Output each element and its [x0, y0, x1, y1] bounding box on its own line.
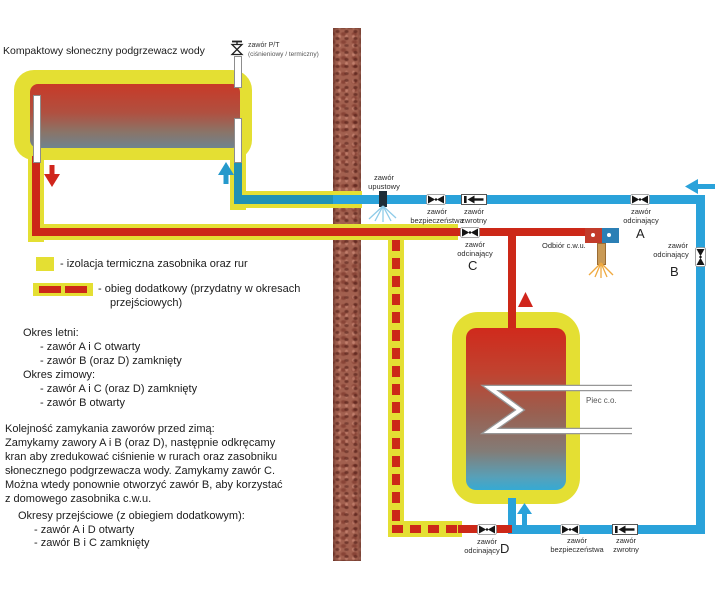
valve-c-label2: odcinający: [457, 249, 493, 258]
heating-coil-icon: [480, 384, 632, 435]
note-closing-1: Kolejność zamykania zaworów przed zimą:: [5, 423, 215, 435]
cold-pipe-tank2-stub: [508, 498, 516, 528]
valve-c-label1: zawór: [464, 240, 485, 249]
safety-valve-top-label1: zawór: [426, 207, 447, 216]
check-valve-bottom-label2: zwrotny: [613, 545, 639, 554]
pt-valve-label: zawór P/T: [248, 42, 280, 49]
note-transitional-2: - zawór B i C zamknięty: [34, 537, 150, 549]
note-closing-6: z domowego zasobnika c.w.u.: [5, 493, 152, 505]
note-winter-title: Okres zimowy:: [23, 369, 96, 381]
valve-c-icon: [460, 226, 480, 239]
legend-extra-circuit-label1: - obieg dodatkowy (przydatny w okresach: [98, 283, 301, 295]
legend-insulation-swatch: [36, 257, 54, 271]
collector-pipe-horizontal: [234, 195, 362, 204]
cold-pipe-bottom: [508, 525, 705, 534]
flow-arrow-up-collector-icon: [218, 162, 234, 184]
tap-cold-dot: [607, 233, 611, 237]
tap-spray-icon: [588, 262, 614, 278]
valve-b-icon: [694, 247, 707, 267]
legend-extra-circuit-label2: przejściowych): [110, 297, 183, 309]
valve-b-label1: zawór: [667, 241, 688, 250]
safety-valve-top-label2: bezpieczeństwa: [410, 216, 464, 225]
extra-circuit-dashed-vertical: [392, 240, 400, 530]
note-winter-2: - zawór B otwarty: [40, 397, 125, 409]
solar-tank: [30, 84, 240, 148]
valve-a-label2: odcinający: [623, 216, 659, 225]
note-closing-3: kran aby zredukować ciśnienie w rurach o…: [5, 451, 278, 463]
note-closing-5: Można wtedy ponownie otworzyć zawór B, a…: [5, 479, 283, 491]
check-valve-top-icon: [461, 194, 487, 205]
check-valve-bottom-label1: zawór: [615, 536, 636, 545]
check-valve-top-label1: zawór: [463, 207, 484, 216]
legend-insulation-label: - izolacja termiczna zasobnika oraz rur: [60, 258, 248, 270]
pt-valve-sublabel: (ciśnieniowy / termiczny): [248, 51, 319, 58]
flow-arrow-left-cold-icon: [685, 179, 715, 194]
pt-valve-icon: [230, 40, 244, 56]
valve-b-label2: odcinający: [653, 250, 689, 259]
safety-valve-top-icon: [426, 193, 446, 206]
check-valve-top-label2: zwrotny: [461, 216, 487, 225]
hot-pipe-tank2-stub: [508, 232, 516, 328]
collector-pipe-vertical: [234, 158, 242, 204]
valve-b-letter: B: [670, 264, 679, 279]
legend-extra-circuit-swatch: [33, 283, 93, 296]
note-transitional-title: Okresy przejściowe (z obiegiem dodatkowy…: [18, 510, 245, 522]
flow-arrow-down-hot-icon: [44, 165, 60, 187]
page-title: Kompaktowy słoneczny podgrzewacz wody: [3, 45, 205, 57]
hot-pipe-vertical: [32, 156, 40, 236]
hot-pipe-main: [32, 228, 586, 236]
valve-a-icon: [630, 193, 650, 206]
flow-arrow-up-cold-icon: [517, 503, 532, 525]
valve-d-letter: D: [500, 541, 510, 556]
note-transitional-1: - zawór A i D otwarty: [34, 524, 135, 536]
valve-d-label2: odcinający: [464, 546, 500, 555]
hot-water-outlet-label: Odbiór c.w.u.: [542, 241, 586, 250]
brick-wall-icon: [333, 28, 361, 561]
relief-valve-label2: upustowy: [368, 182, 400, 191]
tap-hot-dot: [591, 233, 595, 237]
note-closing-2: Zamykamy zawory A i B (oraz D), następni…: [5, 437, 276, 449]
valve-c-letter: C: [468, 258, 478, 273]
pt-valve-stub: [234, 56, 242, 88]
flow-arrow-up-hot-icon: [518, 292, 533, 307]
solar-tank-stub-right: [234, 118, 242, 163]
cold-pipe-top: [333, 195, 705, 204]
solar-tank-stub-left: [33, 95, 41, 163]
relief-valve-spray-icon: [368, 205, 397, 222]
safety-valve-bottom-icon: [560, 523, 580, 536]
note-summer-1: - zawór A i C otwarty: [40, 341, 141, 353]
safety-valve-bottom-label2: bezpieczeństwa: [550, 545, 604, 554]
note-summer-title: Okres letni:: [23, 327, 79, 339]
note-closing-4: słonecznego podgrzewacza wody. Zamykamy …: [5, 465, 276, 477]
extra-circuit-dashed-horizontal: [392, 525, 458, 533]
valve-d-label1: zawór: [476, 537, 497, 546]
valve-a-letter: A: [636, 226, 645, 241]
valve-a-label1: zawór: [630, 207, 651, 216]
relief-valve-label1: zawór: [373, 173, 394, 182]
valve-d-icon: [477, 523, 497, 536]
cold-pipe-right: [696, 195, 705, 534]
check-valve-bottom-icon: [612, 524, 638, 535]
boiler-label: Piec c.o.: [586, 396, 617, 405]
safety-valve-bottom-label1: zawór: [566, 536, 587, 545]
note-summer-2: - zawór B (oraz D) zamknięty: [40, 355, 182, 367]
note-winter-1: - zawór A i C (oraz D) zamknięty: [40, 383, 198, 395]
legend-dash-1: [39, 286, 61, 293]
legend-dash-2: [65, 286, 87, 293]
relief-valve-icon: [379, 191, 387, 207]
